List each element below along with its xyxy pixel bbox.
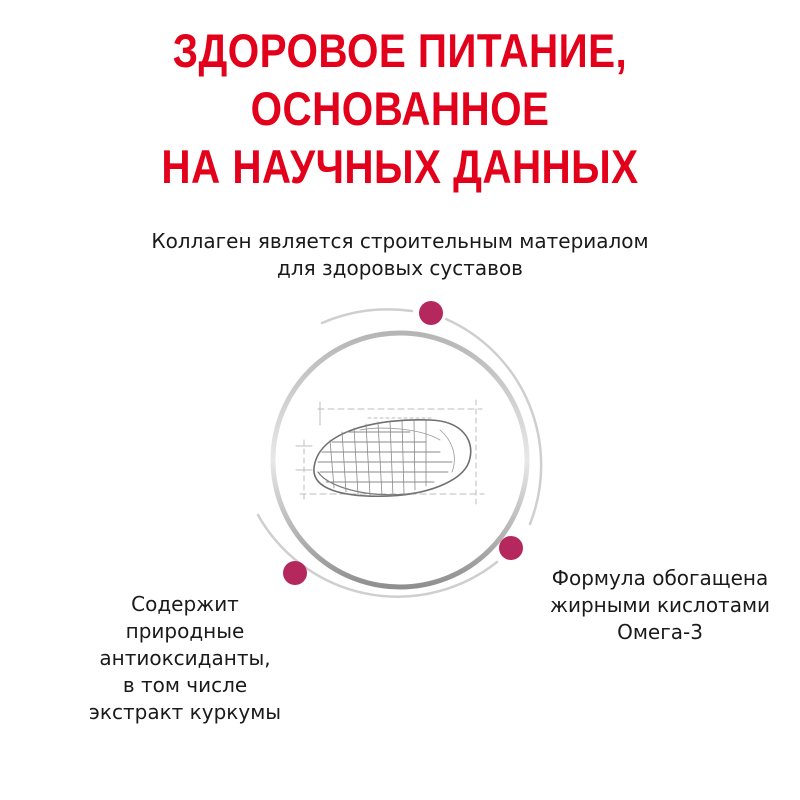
- magenta-dot-icon-right: [499, 536, 523, 560]
- benefit-antioxidants-line-3: антиоксиданты,: [99, 646, 271, 670]
- benefit-collagen-line-2: для здоровых суставов: [277, 256, 523, 280]
- page-title: ЗДОРОВОЕ ПИТАНИЕ, ОСНОВАННОЕ НА НАУЧНЫХ …: [56, 22, 744, 196]
- benefit-collagen-line-1: Коллаген является строительным материало…: [151, 229, 649, 253]
- benefit-antioxidants: Содержит природные антиоксиданты, в том …: [60, 591, 310, 726]
- outer-arc-upper: [320, 308, 414, 325]
- benefit-antioxidants-line-2: природные: [125, 619, 245, 643]
- outer-arc-lower: [256, 513, 499, 598]
- benefit-omega3-line-2: жирными кислотами: [549, 593, 771, 617]
- benefit-omega3: Формула обогащена жирными кислотами Омег…: [520, 565, 800, 646]
- title-line-2: НА НАУЧНЫХ ДАННЫХ: [161, 140, 639, 193]
- benefit-omega3-line-1: Формула обогащена: [551, 566, 769, 590]
- title-line-1: ЗДОРОВОЕ ПИТАНИЕ, ОСНОВАННОЕ: [172, 24, 628, 135]
- magenta-dot-icon-top: [419, 301, 443, 325]
- outer-arc-right: [444, 317, 543, 526]
- benefit-omega3-line-3: Омега-3: [617, 620, 703, 644]
- benefit-antioxidants-line-4: в том числе: [122, 673, 248, 697]
- benefit-collagen: Коллаген является строительным материало…: [100, 228, 700, 282]
- benefit-antioxidants-line-5: экстракт куркумы: [88, 700, 282, 724]
- kibble-sketch-icon: [295, 399, 485, 507]
- magenta-dot-icon-left: [283, 561, 307, 585]
- inner-ring: [270, 330, 530, 590]
- benefit-antioxidants-line-1: Содержит: [131, 592, 239, 616]
